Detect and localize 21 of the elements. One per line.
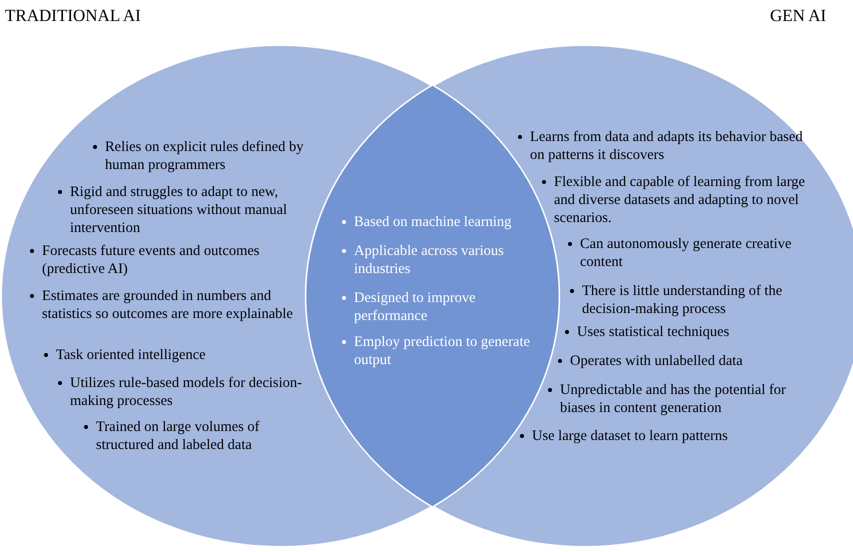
bullet-text: Uses statistical techniques [577, 323, 730, 341]
bullet-text: Based on machine learning [354, 213, 512, 231]
bullet-text: Flexible and capable of learning from large and diverse datasets and adapting to novel scenarios. [554, 173, 806, 227]
bullet-text: Designed to improve performance [354, 289, 477, 325]
bullet-text: Employ prediction to generate output [354, 333, 531, 369]
bullet-text: Can autonomously generate creative content [580, 235, 792, 271]
bullet-text: Relies on explicit rules defined by human programmers [105, 138, 305, 174]
bullet-text: Rigid and struggles to adapt to new, unforeseen situations without manual intervention [70, 183, 288, 237]
bullet-text: Estimates are grounded in numbers and statistics so outcomes are more explainable [42, 287, 294, 323]
bullet-text: Forecasts future events and outcomes (predictive AI) [42, 242, 260, 278]
bullet-text: Utilizes rule-based models for decision-making processes [70, 374, 303, 410]
circle-heading: TRADITIONAL AI [5, 6, 141, 26]
bullet-text: Trained on large volumes of structured and labeled data [96, 418, 261, 454]
bullet-text: There is little understanding of the decision-making process [582, 282, 784, 318]
bullet-text: Unpredictable and has the potential for biases in content generation [560, 381, 787, 417]
bullet-text: Applicable across various industries [354, 242, 505, 278]
circle-heading: GEN AI [770, 6, 826, 26]
bullet-text: Operates with unlabelled data [570, 352, 743, 370]
bullet-text: Task oriented intelligence [56, 346, 206, 364]
bullet-text: Learns from data and adapts its behavior based on patterns it discovers [530, 128, 803, 164]
bullet-text: Use large dataset to learn patterns [532, 427, 728, 445]
